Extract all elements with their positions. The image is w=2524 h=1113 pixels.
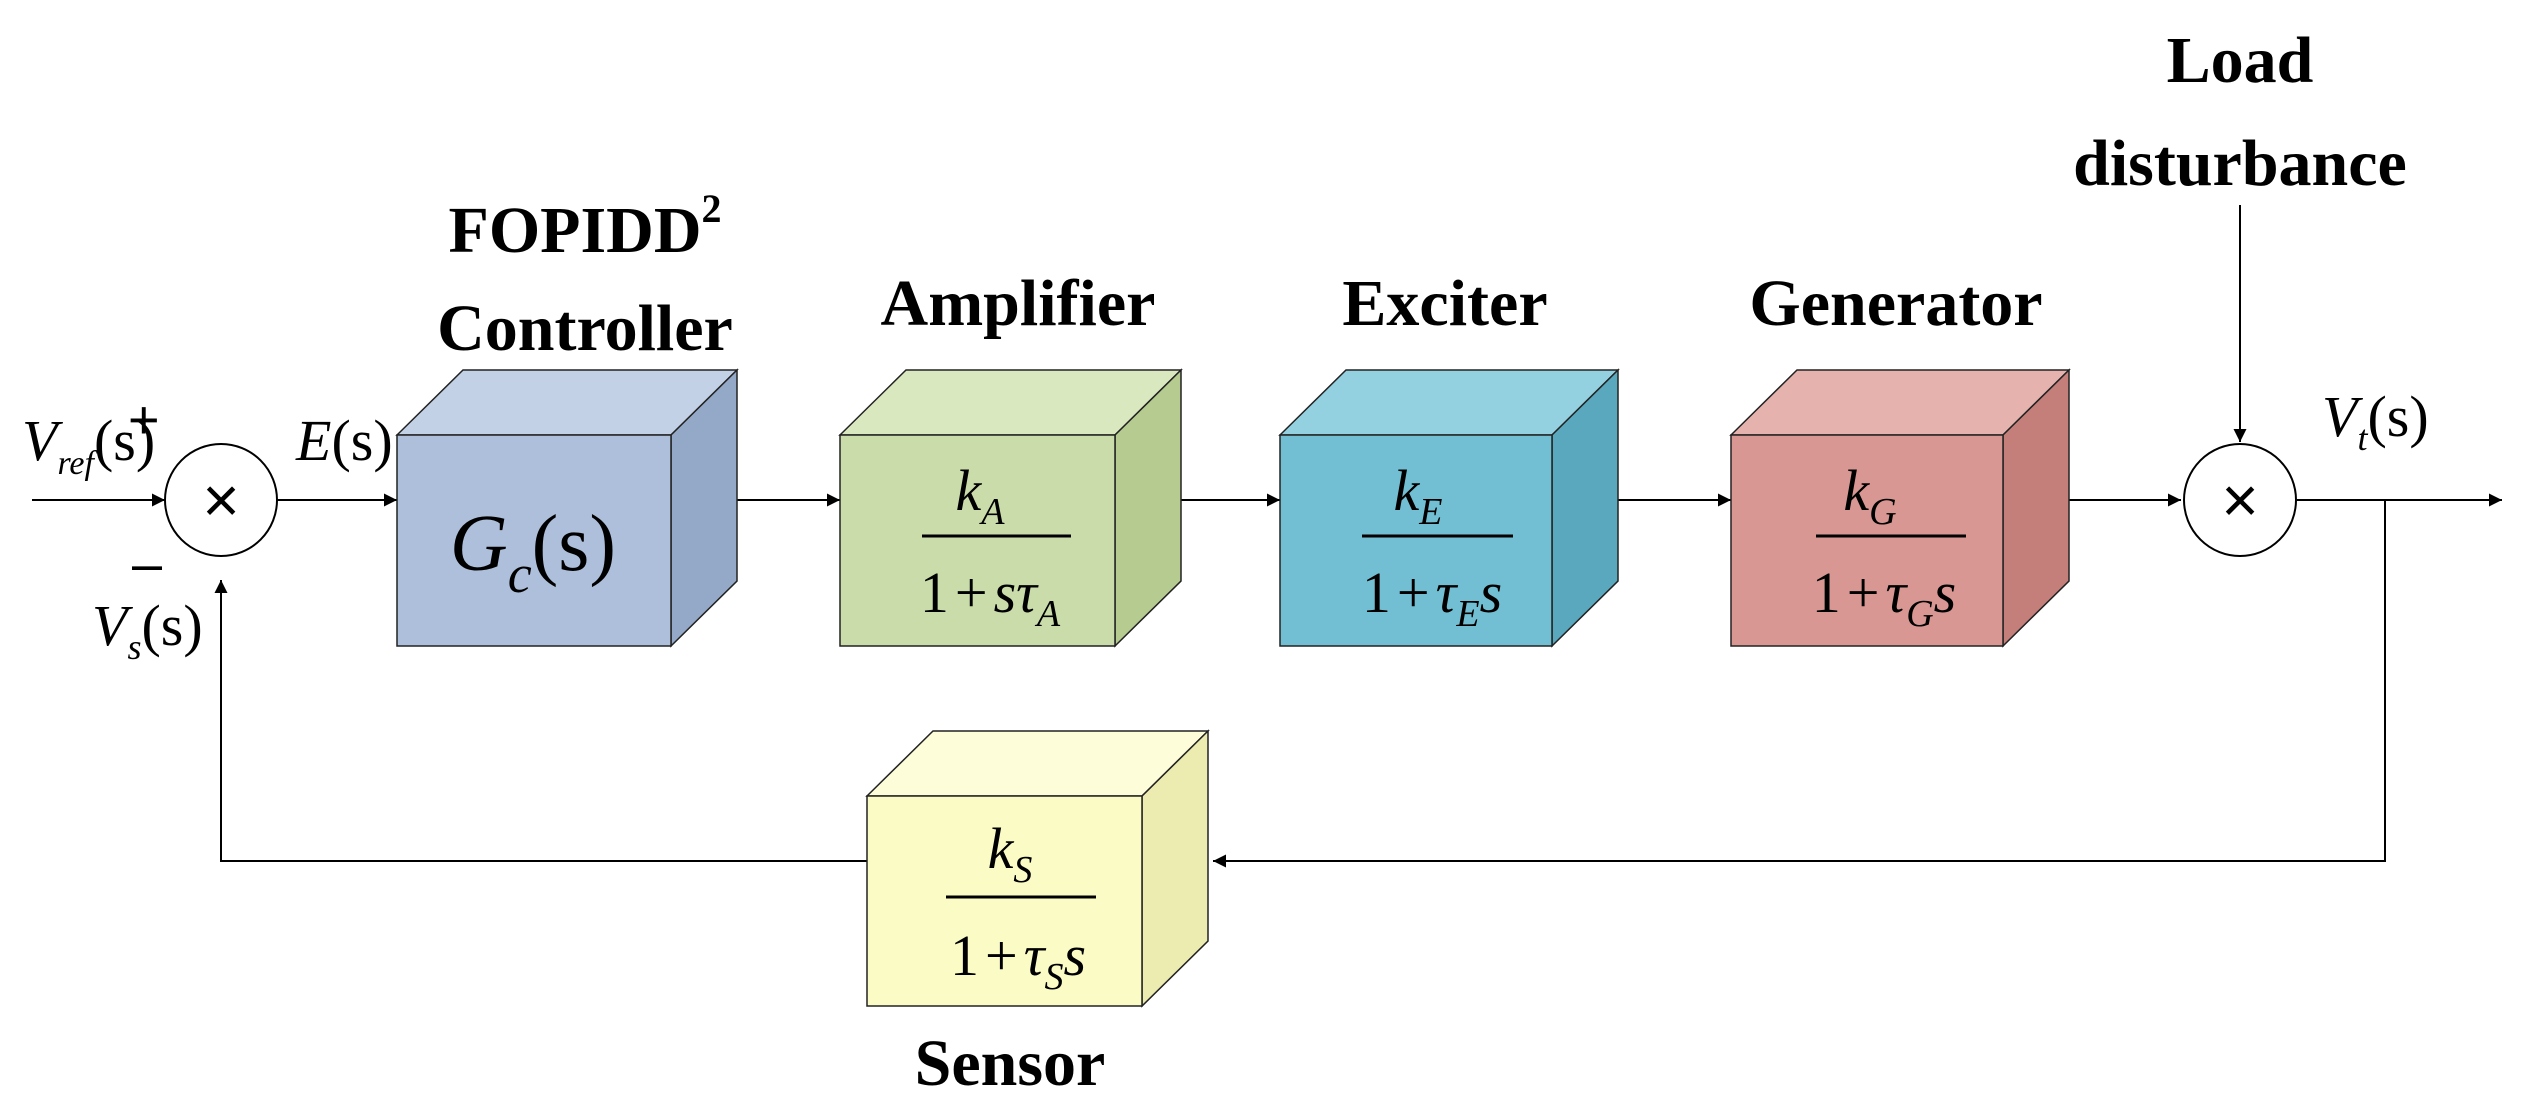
summing-junction-glyph: ×: [202, 464, 239, 536]
amplifier-denominator: 1+sτA: [920, 560, 1061, 635]
sensor-numerator: kS: [988, 816, 1033, 891]
vt-label: Vt(s): [2322, 384, 2429, 458]
minus-sign: –: [132, 534, 162, 594]
exciter-numerator: kE: [1394, 458, 1443, 533]
disturbance-label-line2: disturbance: [2073, 127, 2407, 200]
amplifier-block: kA 1+sτA: [838, 368, 1183, 648]
plus-sign: +: [128, 390, 160, 450]
disturbance-label-line1: Load: [2167, 24, 2314, 97]
sensor-block: kS 1+τSs: [865, 729, 1210, 1008]
sensor-title: Sensor: [915, 1027, 1106, 1100]
sensor-block-front: [866, 795, 1143, 1007]
generator-title: Generator: [1749, 267, 2042, 340]
feedback-return-wire: [1213, 500, 2386, 868]
generator-denominator: 1+τGs: [1812, 560, 1957, 635]
controller-title-line2: Controller: [437, 292, 733, 365]
exciter-block-front: [1279, 434, 1553, 647]
controller-block-front: [396, 434, 672, 647]
amplifier-block-front: [839, 434, 1116, 647]
amplifier-numerator: kA: [956, 458, 1006, 533]
amplifier-title: Amplifier: [881, 267, 1156, 340]
vs-label: Vs(s): [92, 593, 203, 667]
error-label: E(s): [295, 408, 393, 473]
summing-junction: ×: [164, 443, 278, 557]
disturbance-junction-glyph: ×: [2221, 464, 2258, 536]
vref-label: Vref(s): [22, 408, 155, 482]
exciter-denominator: 1+τEs: [1362, 560, 1502, 635]
controller-title: FOPIDD2: [449, 186, 722, 267]
controller-block: Gc(s): [395, 368, 739, 648]
generator-block-front: [1730, 434, 2004, 647]
disturbance-junction: ×: [2183, 443, 2297, 557]
generator-block: kG 1+τGs: [1729, 368, 2071, 648]
sensor-denominator: 1+τSs: [950, 923, 1086, 998]
generator-numerator: kG: [1843, 458, 1896, 533]
feedback-to-summing-wire: [214, 580, 867, 862]
exciter-title: Exciter: [1342, 267, 1547, 340]
controller-tf: Gc(s): [450, 500, 616, 604]
exciter-block: kE 1+τEs: [1278, 368, 1620, 648]
